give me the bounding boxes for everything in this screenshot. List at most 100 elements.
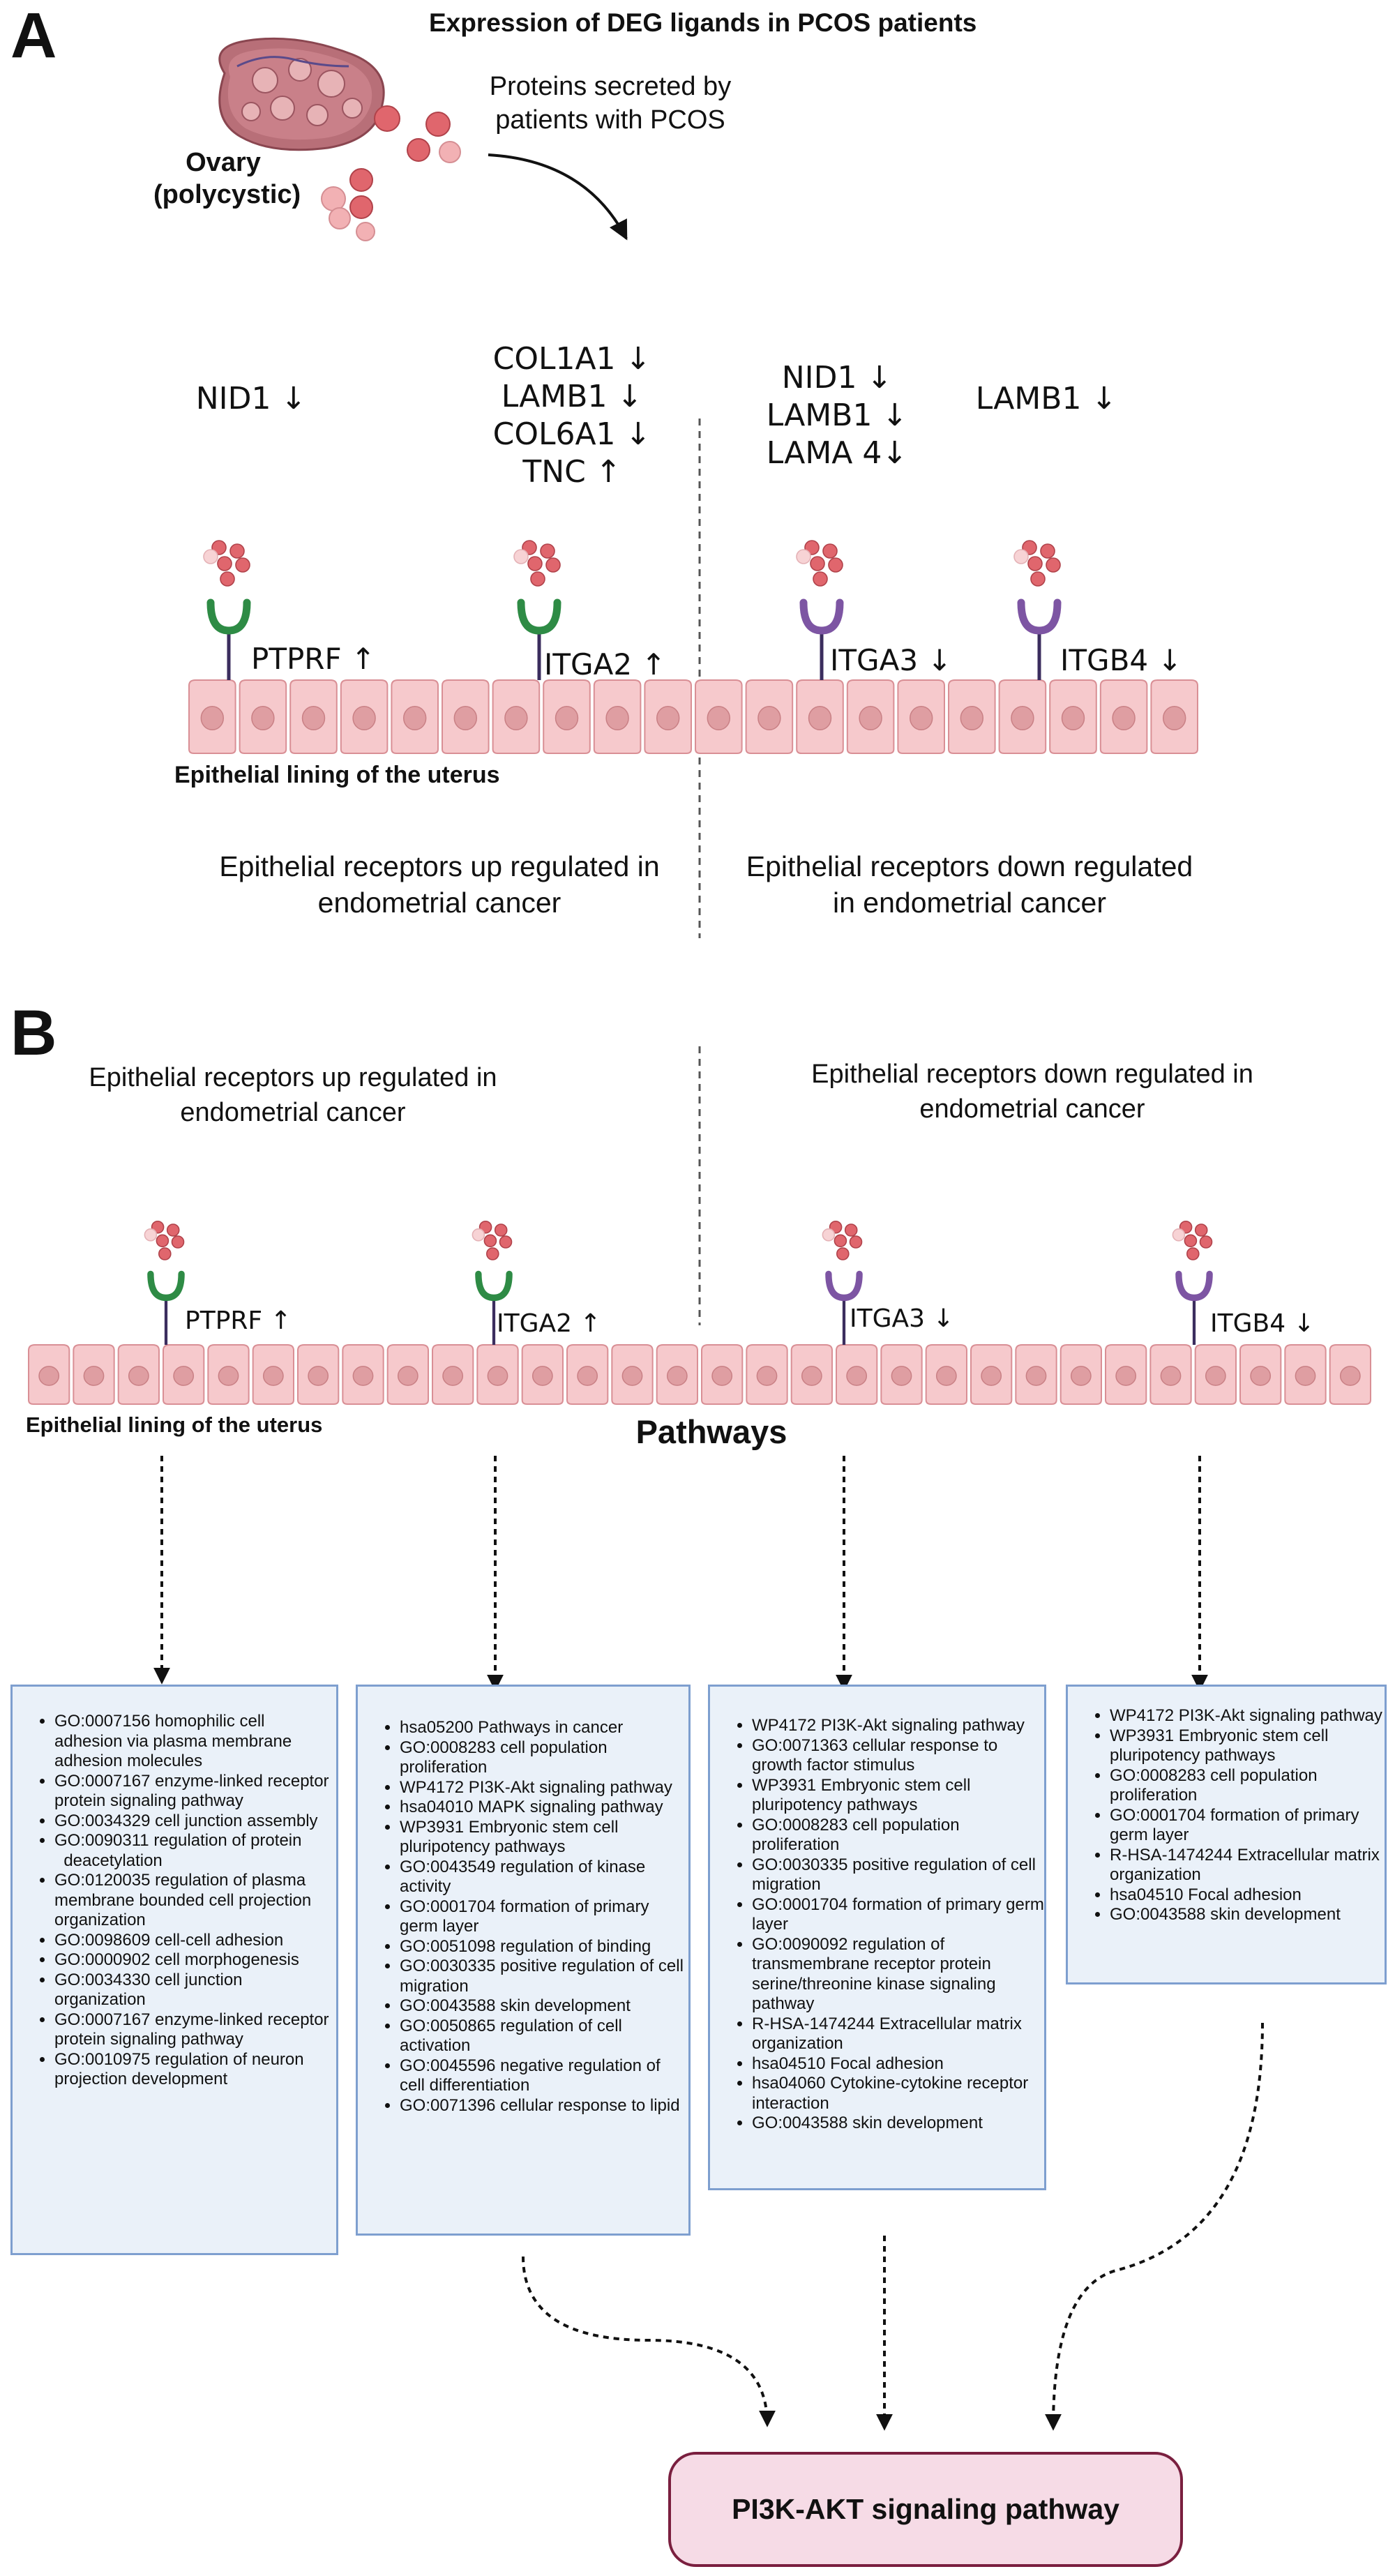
- epithelial-cell: [476, 1344, 519, 1405]
- cell-nucleus: [1339, 1366, 1361, 1386]
- cell-nucleus: [218, 1366, 239, 1386]
- pathway-item: hsa05200 Pathways in cancer: [400, 1718, 688, 1738]
- down-regulated-label-a: Epithelial receptors down regulated in e…: [746, 850, 1193, 919]
- receptor-cup: [475, 1270, 513, 1302]
- lining-label-b: Epithelial lining of the uterus: [26, 1413, 323, 1437]
- pathway-box-itga3: WP4172 PI3K-Akt signaling pathway GO:007…: [708, 1685, 1046, 2190]
- cell-nucleus: [707, 705, 731, 731]
- ligand-dot: [796, 549, 811, 564]
- receptor-cup: [517, 598, 561, 635]
- ligand-dot: [483, 1234, 497, 1248]
- ligand-dot: [217, 556, 232, 571]
- epithelial-cell: [163, 1344, 205, 1405]
- cell-nucleus: [352, 1366, 374, 1386]
- epithelial-cell: [1239, 1344, 1282, 1405]
- pathway-item: hsa04510 Focal adhesion: [1110, 1885, 1385, 1906]
- epithelial-cell: [297, 1344, 340, 1405]
- pathway-item: WP4172 PI3K-Akt signaling pathway: [1110, 1706, 1385, 1726]
- cell-nucleus: [251, 705, 275, 731]
- receptor-icon: [822, 1220, 863, 1345]
- receptor-b-itga2: ITGA2 ↑: [497, 1309, 601, 1338]
- cell-nucleus: [1115, 1366, 1137, 1386]
- pathway-item: WP4172 PI3K-Akt signaling pathway: [752, 1716, 1044, 1736]
- pathway-item: GO:0001704 formation of primary germ lay…: [400, 1897, 688, 1937]
- epithelial-cell: [1284, 1344, 1327, 1405]
- epithelial-cell: [521, 1344, 564, 1405]
- receptor-cup: [799, 598, 844, 635]
- pathway-item: GO:0071396 cellular response to lipid: [400, 2096, 688, 2116]
- ovary-label: Ovary (polycystic): [153, 148, 301, 209]
- epithelial-lining-a: [188, 679, 1198, 754]
- cell-nucleus: [397, 1366, 418, 1386]
- pathway-item: GO:0043549 regulation of kinase activity: [400, 1858, 688, 1897]
- epithelial-cell: [925, 1344, 967, 1405]
- pathway-item: GO:0008283 cell population proliferation: [1110, 1766, 1385, 1806]
- ligand-dot: [472, 1228, 485, 1242]
- epithelial-cell: [880, 1344, 923, 1405]
- epithelial-cell: [796, 679, 844, 754]
- pathway-box-itgb4: WP4172 PI3K-Akt signaling pathway WP3931…: [1066, 1685, 1387, 1984]
- pathway-item: hsa04510 Focal adhesion: [752, 2054, 1044, 2074]
- epithelial-cell: [790, 1344, 833, 1405]
- cell-nucleus: [1011, 705, 1034, 731]
- ligand-group-4: LAMB1 ↓: [975, 381, 1117, 416]
- pathway-item: GO:0001704 formation of primary germ lay…: [1110, 1806, 1385, 1846]
- pathway-box-itga2: hsa05200 Pathways in cancer GO:0008283 c…: [356, 1685, 691, 2236]
- epithelial-cell: [566, 1344, 609, 1405]
- ligand-dot: [1013, 549, 1029, 564]
- pathway-item: R-HSA-1474244 Extracellular matrix organ…: [1110, 1846, 1385, 1885]
- cell-nucleus: [1070, 1366, 1092, 1386]
- cell-nucleus: [1112, 705, 1136, 731]
- ligand-group-2: COL1A1 ↓ LAMB1 ↓ COL6A1 ↓ TNC ↑: [492, 341, 651, 490]
- epithelial-cell: [340, 679, 389, 754]
- receptor-cup: [1017, 598, 1062, 635]
- epithelial-cell: [1015, 1344, 1057, 1405]
- pathway-box-ptprf: GO:0007156 homophilic cell adhesion via …: [10, 1685, 338, 2255]
- ligand-dot: [1199, 1235, 1213, 1249]
- receptor-b-itga3: ITGA3 ↓: [850, 1304, 954, 1333]
- ligand-dot: [499, 1235, 513, 1249]
- cell-nucleus: [666, 1366, 688, 1386]
- cell-nucleus: [83, 1366, 105, 1386]
- cell-nucleus: [621, 1366, 643, 1386]
- cell-nucleus: [301, 705, 326, 731]
- epithelial-cell: [239, 679, 287, 754]
- cell-nucleus: [935, 1366, 957, 1386]
- receptor-cup: [147, 1270, 185, 1302]
- ligand-dot: [220, 571, 235, 587]
- cell-nucleus: [1025, 1366, 1047, 1386]
- ligand-dot: [813, 571, 828, 587]
- ligand-group-1: NID1 ↓: [195, 381, 307, 416]
- pathway-item: GO:0001704 formation of primary germ lay…: [752, 1895, 1044, 1935]
- cell-nucleus: [656, 705, 680, 731]
- lining-label-a: Epithelial lining of the uterus: [174, 762, 500, 788]
- cell-nucleus: [846, 1366, 868, 1386]
- epithelial-lining-b: [28, 1344, 1371, 1405]
- epithelial-cell: [442, 679, 490, 754]
- ligand-dot: [144, 1228, 158, 1242]
- epithelial-cell: [1149, 1344, 1192, 1405]
- pathway-item: GO:0000902 cell morphogenesis: [54, 1950, 336, 1971]
- epithelial-cell: [492, 679, 541, 754]
- epithelial-cell: [970, 1344, 1013, 1405]
- secreted-proteins-note: Proteins secreted by patients with PCOS: [489, 72, 732, 135]
- pathway-item: GO:0007167 enzyme-linked receptor protei…: [54, 2010, 336, 2050]
- receptor-a-itga2: ITGA2 ↑: [544, 647, 666, 681]
- receptor-icon: [796, 540, 844, 680]
- epithelial-cell: [386, 1344, 429, 1405]
- receptor-b-itgb4: ITGB4 ↓: [1210, 1309, 1315, 1338]
- cell-nucleus: [808, 705, 832, 731]
- cell-nucleus: [555, 705, 579, 731]
- epithelial-cell: [998, 679, 1047, 754]
- panel-a-graphics: [188, 37, 1198, 938]
- epithelial-cell: [846, 679, 895, 754]
- ligand-dot: [1027, 556, 1043, 571]
- receptor-b-ptprf: PTPRF ↑: [185, 1306, 292, 1335]
- pathway-item: GO:0051098 regulation of binding: [400, 1937, 688, 1957]
- epithelial-cell: [1060, 1344, 1102, 1405]
- cell-nucleus: [38, 1366, 60, 1386]
- epithelial-cell: [73, 1344, 115, 1405]
- pathway-list-itga3: WP4172 PI3K-Akt signaling pathway GO:007…: [710, 1716, 1044, 2134]
- pathway-item: R-HSA-1474244 Extracellular matrix organ…: [752, 2014, 1044, 2054]
- cell-nucleus: [173, 1366, 195, 1386]
